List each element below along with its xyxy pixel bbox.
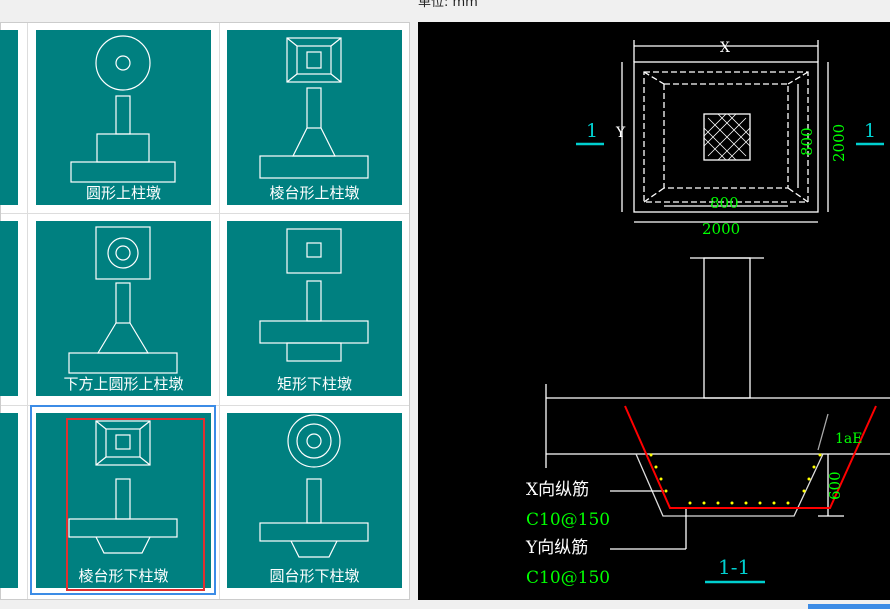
rebar-dots	[649, 453, 822, 505]
section-mark-right: 1	[864, 120, 876, 142]
dim-x-label: X	[720, 40, 730, 56]
x-rebar-value: C10@150	[526, 510, 610, 530]
rebar-line	[624, 405, 877, 509]
inner-height-dim: 800	[798, 127, 816, 156]
depth-dim: 600	[826, 471, 844, 500]
selected-tile-highlight	[30, 405, 216, 595]
tile-round-frustum-lower-pier[interactable]: 圆台形下柱墩	[227, 413, 402, 588]
selection-red-box	[66, 418, 205, 591]
frustum-upper-pier-icon	[259, 37, 369, 179]
tile-frustum-upper-pier[interactable]: 棱台形上柱墩	[227, 30, 402, 205]
section-title: 1-1	[718, 555, 750, 579]
tile-label: 矩形下柱墩	[276, 375, 352, 393]
tile-label: 圆台形下柱墩	[269, 567, 360, 585]
tile-partial[interactable]	[0, 30, 18, 205]
x-rebar-label: X向纵筋	[526, 480, 589, 500]
tile-round-upper-pier[interactable]: 圆形上柱墩	[36, 30, 211, 205]
round-upper-pier-icon	[70, 35, 176, 183]
frustum-lower-pier-icon	[68, 420, 178, 554]
tile-label: 下方上圆形上柱墩	[63, 375, 184, 393]
section-mark-left: 1	[586, 120, 598, 142]
ok-button-edge[interactable]	[808, 604, 890, 609]
pier-detail-drawing: X Y X向纵筋 Y向纵筋 800 2000 800 2000 1aE 600 …	[525, 40, 890, 588]
inner-width-dim: 800	[710, 194, 739, 212]
y-rebar-value: C10@150	[526, 568, 610, 588]
dim-y-label: Y	[615, 125, 626, 141]
tile-label: 棱台形上柱墩	[269, 184, 360, 202]
height-dim: 2000	[830, 124, 848, 162]
width-dim: 2000	[702, 220, 740, 238]
tile-partial[interactable]	[0, 413, 18, 588]
round-frustum-lower-pier-icon	[259, 414, 369, 558]
tile-partial[interactable]	[0, 221, 18, 396]
square-round-upper-pier-icon	[68, 226, 178, 374]
tile-label: 棱台形下柱墩	[78, 567, 169, 585]
cad-preview: X Y X向纵筋 Y向纵筋 800 2000 800 2000 1aE 600 …	[418, 22, 890, 600]
tile-rect-lower-pier[interactable]: 矩形下柱墩	[227, 221, 402, 396]
anchor-length-label: 1aE	[835, 431, 862, 447]
unit-label: 单位: mm	[418, 0, 478, 10]
y-rebar-label: Y向纵筋	[525, 538, 588, 558]
tile-frustum-lower-pier[interactable]: 棱台形下柱墩	[36, 413, 211, 588]
tile-square-round-upper-pier[interactable]: 下方上圆形上柱墩	[36, 221, 211, 396]
rect-lower-pier-icon	[259, 228, 369, 362]
tile-label: 圆形上柱墩	[85, 184, 161, 202]
